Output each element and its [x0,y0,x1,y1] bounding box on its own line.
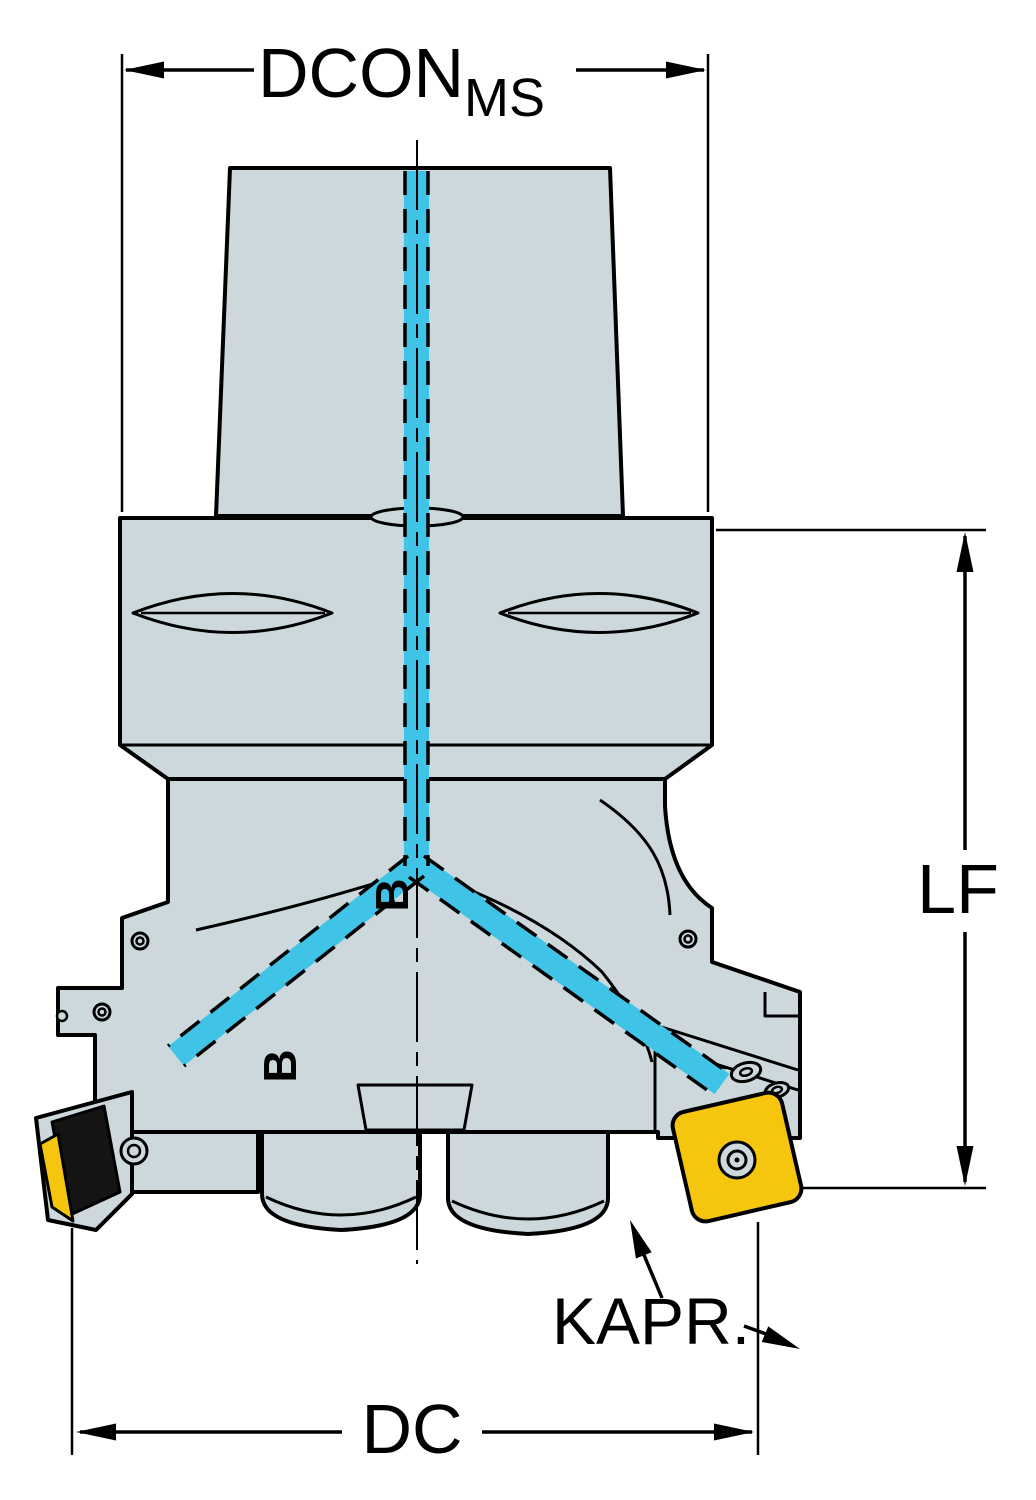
annotation-kapr: KAPR. [552,1220,800,1358]
coolant-dash-branchL-upper [166,854,410,1048]
clamp-screw-ellipse-1 [729,1060,763,1084]
clamp-screw-ellipse-1-inner [738,1067,754,1077]
section-label-b-2: B [254,1049,306,1082]
dc-arrow-left [76,1423,116,1441]
lf-arrow-down [956,1146,974,1186]
coolant-branch-left [168,856,425,1066]
right-insert-group [670,1060,804,1224]
side-screw-right-inner [683,934,693,944]
lf-label: LF [917,850,999,928]
hub-face [356,1083,474,1132]
dcon-label: DCON [258,34,464,112]
boss-right [446,1130,610,1236]
coolant-dash-branchR-upper [422,854,732,1076]
wedge-clamp-screw [92,1002,112,1022]
kapr-leader-line-1 [642,1254,664,1299]
right-insert-screw-inner [726,1149,748,1171]
shoulder-curve [599,798,672,916]
kapr-leader-line-2 [743,1324,767,1336]
left-insert-yellow-edge [38,1132,75,1223]
kapr-label: KAPR. [552,1284,750,1358]
dimension-dc: DC [70,1222,760,1468]
boss-right-rim-line [451,1199,605,1221]
wedge-pin [55,1009,69,1023]
section-label-b-1: B [366,878,418,911]
dimension-lf: LF [716,528,999,1190]
tool-body-group [55,166,802,1236]
pocket-line-1 [651,1022,799,1072]
lf-arrow-up [956,532,974,572]
kapr-arrow-2 [761,1326,800,1349]
coolant-dash-branchL-lower [182,874,426,1068]
right-insert-screw-center [734,1157,740,1163]
boss-left-rim-line [265,1195,417,1217]
right-wall-step [763,992,800,1018]
dcon-arrow-left [124,61,164,79]
left-insert-group [34,1090,149,1232]
dcon-subscript-label: MS [464,68,545,128]
dimension-dcon: DCON MS [120,34,710,512]
side-screw-right [678,929,698,949]
dc-arrow-right [714,1423,754,1441]
left-insert-screw [119,1136,149,1166]
coolant-dash-branchR-lower [407,875,716,1097]
left-insert-screw-inner [126,1143,142,1159]
wedge-clamp-screw-inner [97,1007,107,1017]
dc-label: DC [361,1390,462,1468]
side-screw-left-inner [135,936,145,946]
coolant-branch-right [409,855,730,1095]
dcon-arrow-right [666,61,706,79]
kapr-arrow-1 [630,1220,652,1259]
side-screw-left [130,931,150,951]
